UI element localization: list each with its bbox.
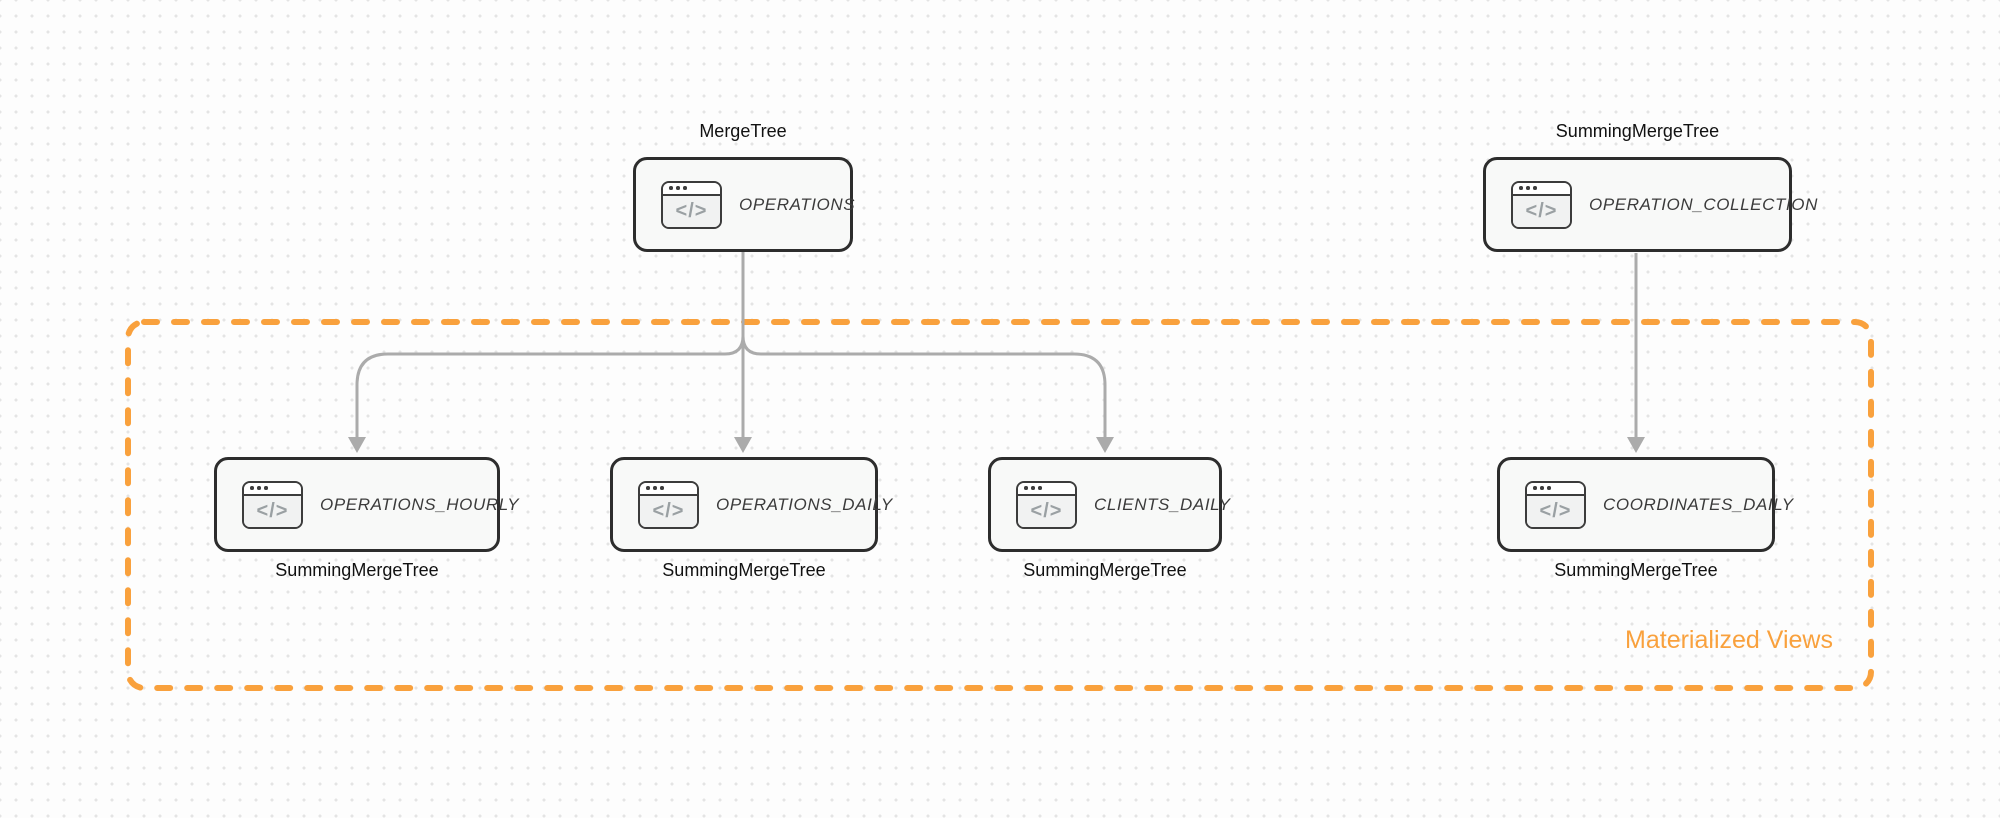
engine-label-coordinates-daily: SummingMergeTree: [1554, 560, 1718, 580]
engine-label-operations-hourly: SummingMergeTree: [275, 560, 439, 580]
materialized-views-group-border: [125, 319, 1874, 691]
edge-operations-to-operations-hourly: [355, 252, 745, 438]
code-glyph: </>: [1527, 495, 1584, 527]
window-dots: [1018, 482, 1075, 496]
table-node-operations[interactable]: </> OPERATIONS: [633, 157, 856, 252]
code-window-icon: </>: [242, 480, 303, 529]
code-window-icon: </>: [1016, 480, 1077, 529]
arrowhead-operations-hourly: [348, 437, 366, 453]
engine-label-clients-daily: SummingMergeTree: [1023, 560, 1187, 580]
code-glyph: </>: [1513, 195, 1570, 227]
window-dots: [244, 482, 301, 496]
engine-label-operations-daily: SummingMergeTree: [662, 560, 826, 580]
code-glyph: </>: [640, 495, 697, 527]
materialized-views-group-label: Materialized Views: [1625, 626, 1833, 654]
table-node-operation-collection[interactable]: </> OPERATION_COLLECTION: [1483, 157, 1817, 252]
table-name: OPERATION_COLLECTION: [1589, 194, 1818, 214]
table-name: OPERATIONS: [739, 194, 856, 214]
table-name: COORDINATES_DAILY: [1603, 494, 1794, 514]
window-dots: [1527, 482, 1584, 496]
table-node-coordinates-daily[interactable]: </> COORDINATES_DAILY: [1497, 457, 1793, 552]
edge-operations-to-clients-daily: [741, 252, 1107, 438]
code-glyph: </>: [1018, 495, 1075, 527]
code-window-icon: </>: [1525, 480, 1586, 529]
code-window-icon: </>: [1511, 180, 1572, 229]
arrowhead-coordinates-daily: [1627, 437, 1645, 453]
code-window-icon: </>: [661, 180, 722, 229]
table-node-operations-hourly[interactable]: </> OPERATIONS_HOURLY: [214, 457, 519, 552]
table-name: OPERATIONS_HOURLY: [320, 494, 520, 514]
window-dots: [1513, 182, 1570, 196]
window-dots: [640, 482, 697, 496]
arrowhead-clients-daily: [1096, 437, 1114, 453]
arrowhead-operations-daily: [734, 437, 752, 453]
table-name: CLIENTS_DAILY: [1094, 494, 1231, 514]
code-window-icon: </>: [638, 480, 699, 529]
engine-label-operation-collection: SummingMergeTree: [1555, 121, 1720, 141]
engine-label-operations: MergeTree: [699, 121, 787, 141]
code-glyph: </>: [244, 495, 301, 527]
table-node-clients-daily[interactable]: </> CLIENTS_DAILY: [988, 457, 1230, 552]
table-node-operations-daily[interactable]: </> OPERATIONS_DAILY: [610, 457, 892, 552]
window-dots: [663, 182, 720, 196]
table-name: OPERATIONS_DAILY: [716, 494, 893, 514]
code-glyph: </>: [663, 195, 720, 227]
